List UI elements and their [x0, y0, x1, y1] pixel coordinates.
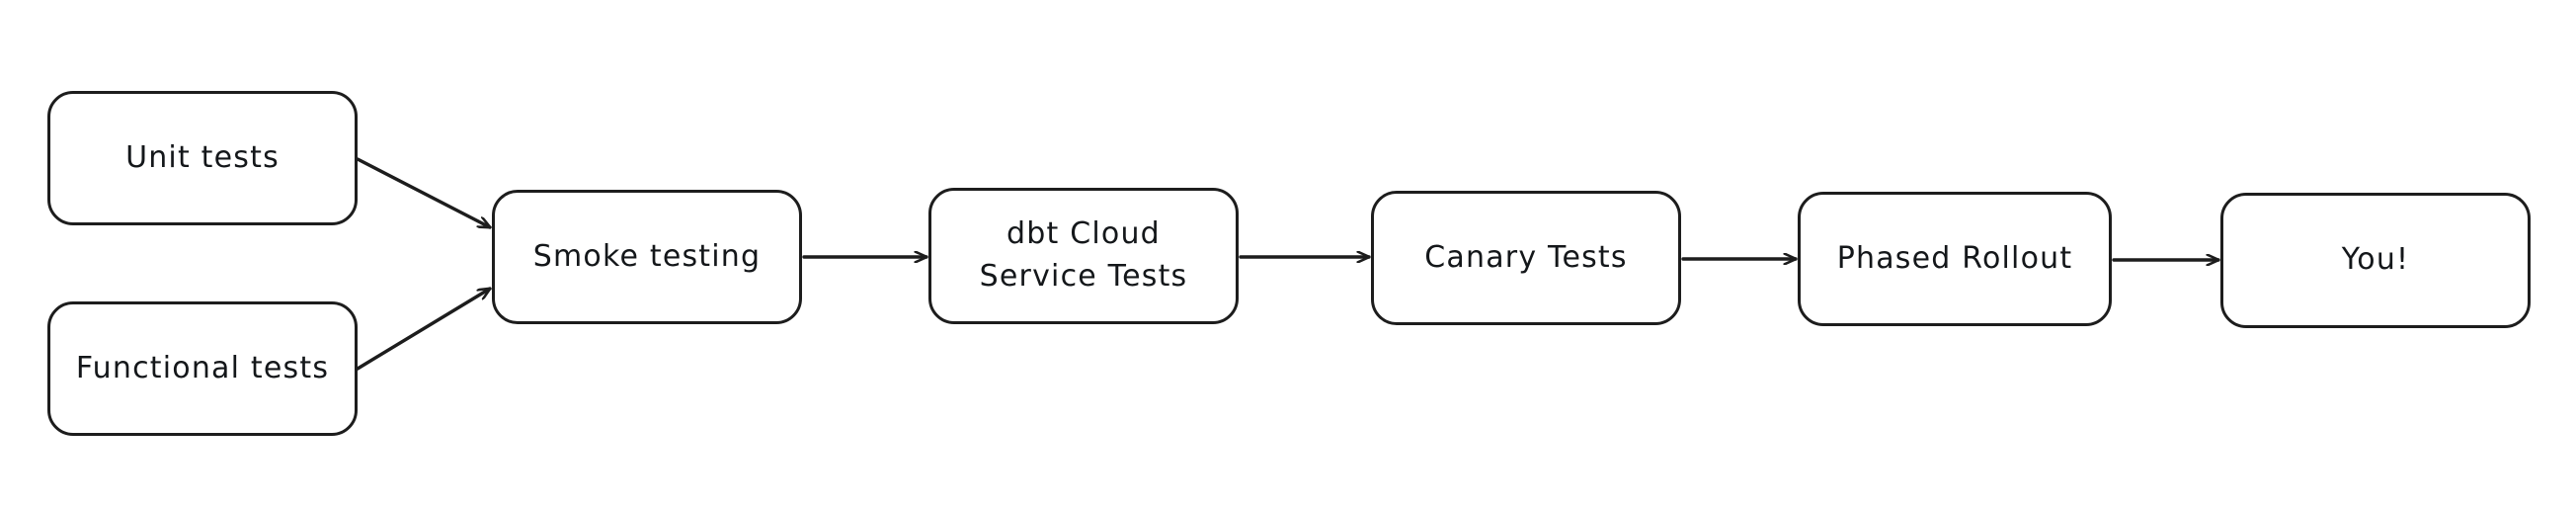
node-label-functional-tests: Functional tests — [75, 350, 330, 385]
node-label-canary-tests: Canary Tests — [1424, 239, 1628, 275]
node-label-dbt-cloud-service-tests: dbt Cloud Service Tests — [979, 216, 1188, 294]
flow-arrow — [356, 287, 490, 371]
node-functional-tests[interactable]: Functional tests — [47, 301, 358, 436]
node-label-unit-tests: Unit tests — [125, 139, 280, 175]
node-canary-tests[interactable]: Canary Tests — [1371, 191, 1681, 325]
node-label-you: You! — [2341, 242, 2410, 278]
node-label-smoke-testing: Smoke testing — [532, 238, 762, 274]
node-dbt-cloud-service-tests[interactable]: dbt Cloud Service Tests — [928, 188, 1239, 324]
flow-arrow — [356, 157, 490, 229]
node-unit-tests[interactable]: Unit tests — [47, 91, 358, 225]
node-label-phased-rollout: Phased Rollout — [1836, 240, 2073, 276]
node-phased-rollout[interactable]: Phased Rollout — [1798, 192, 2112, 326]
node-you[interactable]: You! — [2220, 193, 2531, 328]
node-smoke-testing[interactable]: Smoke testing — [492, 190, 802, 324]
